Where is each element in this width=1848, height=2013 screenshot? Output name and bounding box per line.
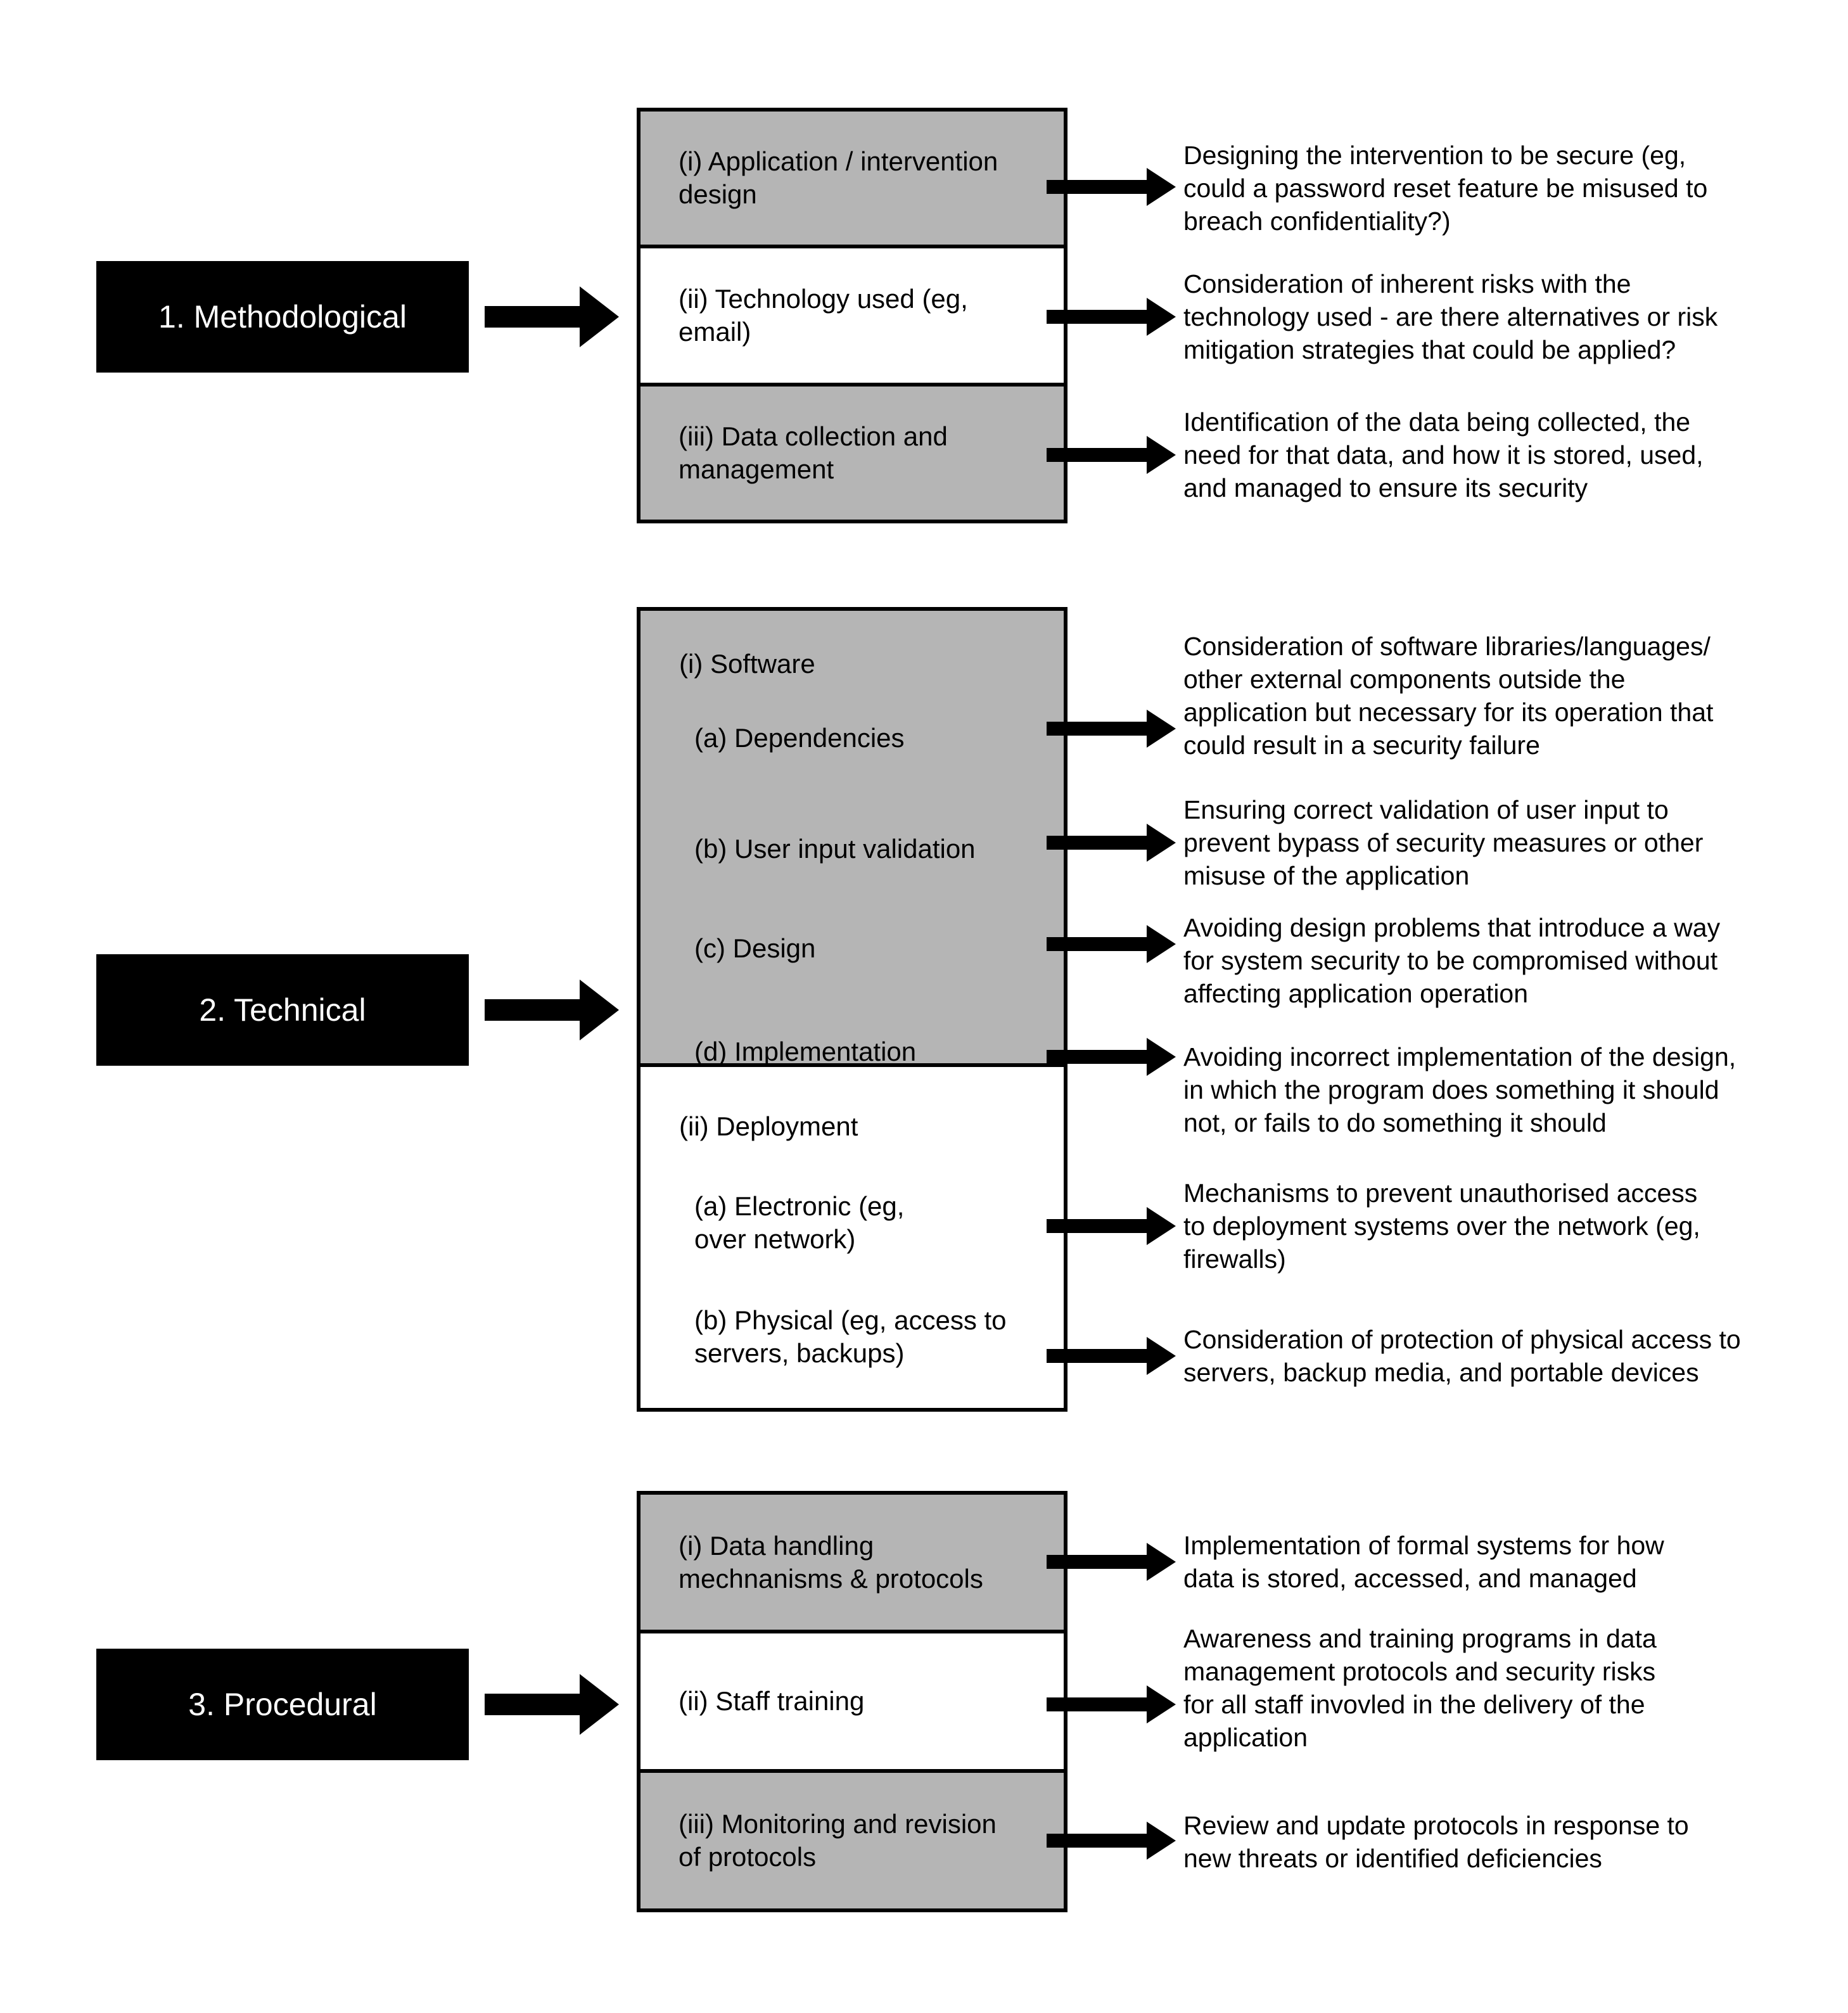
flow-arrow-icon-technical	[485, 980, 619, 1040]
connector-arrow-icon	[1047, 298, 1176, 336]
description-technology-used: Consideration of inherent risks with the…	[1183, 269, 1718, 364]
connector-arrow-icon	[1047, 1207, 1176, 1245]
subcategory-label-monitoring-revision: (iii) Monitoring and revision of protoco…	[679, 1809, 997, 1872]
connector-arrow-icon	[1047, 824, 1176, 862]
subcategory-label-deployment: (ii) Deployment	[679, 1111, 858, 1141]
connector-arrow-icon	[1047, 1543, 1176, 1581]
category-box-methodological: 1. Methodological	[96, 261, 469, 373]
category-label-procedural: 3. Procedural	[188, 1687, 377, 1722]
subcategory-row-staff-training: (ii) Staff training	[640, 1630, 1064, 1769]
category-label-technical: 2. Technical	[199, 992, 366, 1028]
category-label-methodological: 1. Methodological	[158, 299, 407, 335]
connector-arrow-icon	[1047, 436, 1176, 474]
description-data-collection: Identification of the data being collect…	[1183, 407, 1704, 502]
subcategory-label-physical: (b) Physical (eg, access to servers, bac…	[694, 1305, 1007, 1368]
subcategory-label-data-handling: (i) Data handling mechnanisms & protocol…	[679, 1530, 983, 1594]
subcategory-row-application-design: (i) Application / intervention design	[640, 112, 1064, 245]
subcategory-box-technical: (i) Software (a) Dependencies (b) User i…	[637, 607, 1067, 1412]
description-dependencies: Consideration of software libraries/lang…	[1183, 632, 1714, 760]
description-physical-deployment: Consideration of protection of physical …	[1183, 1325, 1741, 1387]
subcategory-label-electronic: (a) Electronic (eg, over network)	[694, 1191, 905, 1254]
flow-arrow-icon-procedural	[485, 1674, 619, 1735]
description-data-handling: Implementation of formal systems for how…	[1183, 1531, 1664, 1593]
description-user-input-validation: Ensuring correct validation of user inpu…	[1183, 795, 1704, 890]
connector-arrow-icon	[1047, 710, 1176, 748]
subcategory-label-staff-training: (ii) Staff training	[679, 1686, 865, 1716]
subcategory-label-technology-used: (ii) Technology used (eg, email)	[679, 284, 968, 347]
connector-arrow-icon	[1047, 168, 1176, 206]
subcategory-label-data-collection: (iii) Data collection and management	[679, 421, 948, 484]
subcategory-label-design: (c) Design	[694, 933, 816, 963]
connector-arrow-icon	[1047, 925, 1176, 963]
description-design: Avoiding design problems that introduce …	[1183, 913, 1721, 1008]
connector-arrow-icon	[1047, 1685, 1176, 1723]
subcategory-box-procedural: (i) Data handling mechnanisms & protocol…	[637, 1491, 1067, 1912]
subcategory-area-software	[640, 611, 1064, 1067]
subcategory-box-methodological: (i) Application / intervention design (i…	[637, 108, 1067, 523]
description-monitoring-revision: Review and update protocols in response …	[1183, 1811, 1689, 1873]
subcategory-label-dependencies: (a) Dependencies	[694, 723, 905, 753]
category-box-procedural: 3. Procedural	[96, 1649, 469, 1760]
description-electronic-deployment: Mechanisms to prevent unauthorised acces…	[1183, 1179, 1700, 1274]
subcategory-label-software: (i) Software	[679, 649, 815, 679]
category-box-technical: 2. Technical	[96, 954, 469, 1066]
description-application-design: Designing the intervention to be secure …	[1183, 141, 1708, 236]
subcategory-label-application-design: (i) Application / intervention design	[679, 146, 998, 209]
connector-arrow-icon	[1047, 1337, 1176, 1375]
subcategory-label-user-input-validation: (b) User input validation	[694, 834, 976, 864]
connector-arrow-icon	[1047, 1822, 1176, 1860]
subcategory-row-data-handling: (i) Data handling mechnanisms & protocol…	[640, 1495, 1064, 1630]
description-implementation: Avoiding incorrect implementation of the…	[1183, 1042, 1736, 1137]
subcategory-label-implementation: (d) Implementation	[694, 1037, 917, 1066]
subcategory-row-technology-used: (ii) Technology used (eg, email)	[640, 245, 1064, 383]
connector-arrow-icon	[1047, 1038, 1176, 1076]
subcategory-row-data-collection: (iii) Data collection and management	[640, 383, 1064, 520]
description-staff-training: Awareness and training programs in data …	[1183, 1624, 1657, 1752]
flow-arrow-icon-methodological	[485, 286, 619, 347]
subcategory-row-monitoring-revision: (iii) Monitoring and revision of protoco…	[640, 1769, 1064, 1908]
